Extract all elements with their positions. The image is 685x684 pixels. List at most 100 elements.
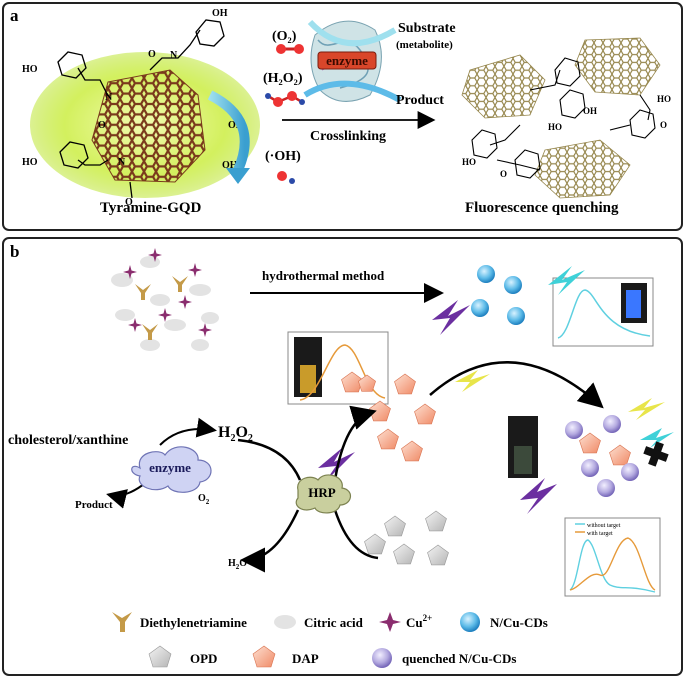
opd-pentagons xyxy=(364,510,449,566)
panel-b-frame xyxy=(2,237,683,676)
enzyme-top-arrow xyxy=(159,417,217,446)
quenched-dot xyxy=(603,415,621,433)
inset-dark-vial xyxy=(508,416,538,478)
atom-ho-1: HO xyxy=(22,64,38,75)
panel-b-letter: b xyxy=(10,242,19,261)
legend-cu: Cu2+ xyxy=(406,613,432,630)
fluorescence-quenching-caption: Fluorescence quenching xyxy=(465,200,619,216)
dap-pentagon xyxy=(401,440,423,462)
atom-oh-3: OH xyxy=(222,160,238,171)
hrp-arc-bottom-left xyxy=(240,509,300,573)
oh-molecule xyxy=(277,171,295,184)
quenched-dot xyxy=(565,421,583,439)
panel-a: a OH HO HO O N N O N O OH OH Tyramine-GQ… xyxy=(2,2,683,231)
without-target-label: without target xyxy=(587,523,621,529)
ncu-cd-dot xyxy=(477,265,495,283)
legend-quenched: quenched N/Cu-CDs xyxy=(402,651,517,666)
cu-star xyxy=(158,308,172,322)
legend-opd-icon xyxy=(148,645,172,668)
hrp-arc-top-right xyxy=(333,405,377,481)
o2-molecule xyxy=(276,44,304,54)
quenching-curve-arrow xyxy=(429,361,604,409)
atom-ho-5: HO xyxy=(657,94,671,104)
h2o2-molecule xyxy=(265,91,305,107)
blue-arc-arrow xyxy=(207,90,250,173)
cu-star xyxy=(123,265,137,279)
cu-star xyxy=(178,295,192,309)
atom-o-4: O xyxy=(660,120,667,130)
cu-star xyxy=(148,248,162,262)
tyramine-gqd-caption: Tyramine-GQD xyxy=(100,200,202,216)
atom-o-5: O xyxy=(500,169,507,179)
opd-pentagon xyxy=(384,515,406,537)
product-label-b: Product xyxy=(75,499,113,511)
opd-pentagon xyxy=(393,543,415,565)
quenched-dots xyxy=(565,415,639,497)
atom-o-1: O xyxy=(148,49,156,60)
atom-oh-4: OH xyxy=(583,106,597,116)
cholesterol-xanthine-label: cholesterol/xanthine xyxy=(8,433,128,448)
dien-triangle xyxy=(142,324,158,340)
dap-pentagons xyxy=(341,371,631,466)
tyramine-arms xyxy=(57,19,225,199)
atom-n-3: N xyxy=(118,157,126,168)
ncu-cd-dot xyxy=(507,307,525,325)
dap-pentagon xyxy=(579,432,601,454)
enzyme-label-b: enzyme xyxy=(149,460,191,475)
lightning-bolts xyxy=(318,266,674,514)
hrp-label: HRP xyxy=(308,485,336,500)
hydrothermal-label: hydrothermal method xyxy=(262,268,385,283)
block-cross-icon xyxy=(643,441,669,467)
opd-pentagon xyxy=(364,533,386,555)
atom-o-2: O xyxy=(98,120,106,131)
legend-cu-icon xyxy=(379,612,401,632)
substrate-arc xyxy=(307,19,397,47)
product-label-a: Product xyxy=(396,93,444,108)
hrp-arc-top-left xyxy=(237,438,302,481)
cu-star xyxy=(188,263,202,277)
dap-pentagon xyxy=(394,373,416,395)
inset-blue-spectrum xyxy=(552,277,654,347)
o2-label-b: O2 xyxy=(198,493,210,506)
legend: Diethylenetriamine Citric acid Cu2+ N/Cu… xyxy=(112,612,548,668)
with-target-label: with target xyxy=(587,531,613,537)
legend-quenched-icon xyxy=(372,648,392,668)
legend-dap: DAP xyxy=(292,651,319,666)
legend-opd: OPD xyxy=(190,651,217,666)
dien-triangle xyxy=(172,276,188,292)
panel-b: b hydrothermal method xyxy=(2,237,683,676)
dien-triangle xyxy=(135,284,151,300)
dap-pentagon xyxy=(377,428,399,450)
atom-ho-4: HO xyxy=(462,157,476,167)
metabolite-label: (metabolite) xyxy=(396,39,453,51)
legend-ncu-icon xyxy=(460,612,480,632)
legend-citric-acid: Citric acid xyxy=(304,615,364,630)
cu-star xyxy=(198,323,212,337)
inset-orange-spectrum xyxy=(287,331,389,405)
h2o2-label-b: H2O2 xyxy=(218,424,253,444)
precursor-cluster xyxy=(111,256,219,351)
product-arc xyxy=(303,80,402,103)
legend-ncu-cds: N/Cu-CDs xyxy=(490,615,548,630)
atom-oh-2: OH xyxy=(228,120,244,131)
crosslinking-label: Crosslinking xyxy=(310,129,386,144)
blue-arc-arrowhead xyxy=(226,168,250,184)
enzyme-label-a: enzyme xyxy=(326,53,368,68)
oh-radical-label: (·OH) xyxy=(265,149,301,164)
opd-pentagon xyxy=(425,510,447,532)
hrp-arc-bottom-right xyxy=(333,509,379,560)
crosslinked-gqds: OH HO HO HO O O xyxy=(461,37,671,199)
dien-triangles xyxy=(135,276,188,340)
atom-oh-1: OH xyxy=(212,8,228,19)
atom-n-1: N xyxy=(170,50,178,61)
opd-pentagon xyxy=(427,544,449,566)
dap-pentagon xyxy=(414,403,436,425)
h2o2-label: (H₂O₂) xyxy=(263,71,303,86)
h2o-label: H2O xyxy=(228,558,247,571)
o2-label: (O₂) xyxy=(272,29,297,44)
quenched-dot xyxy=(621,463,639,481)
atom-ho-3: HO xyxy=(548,122,562,132)
cu-stars xyxy=(123,248,212,337)
